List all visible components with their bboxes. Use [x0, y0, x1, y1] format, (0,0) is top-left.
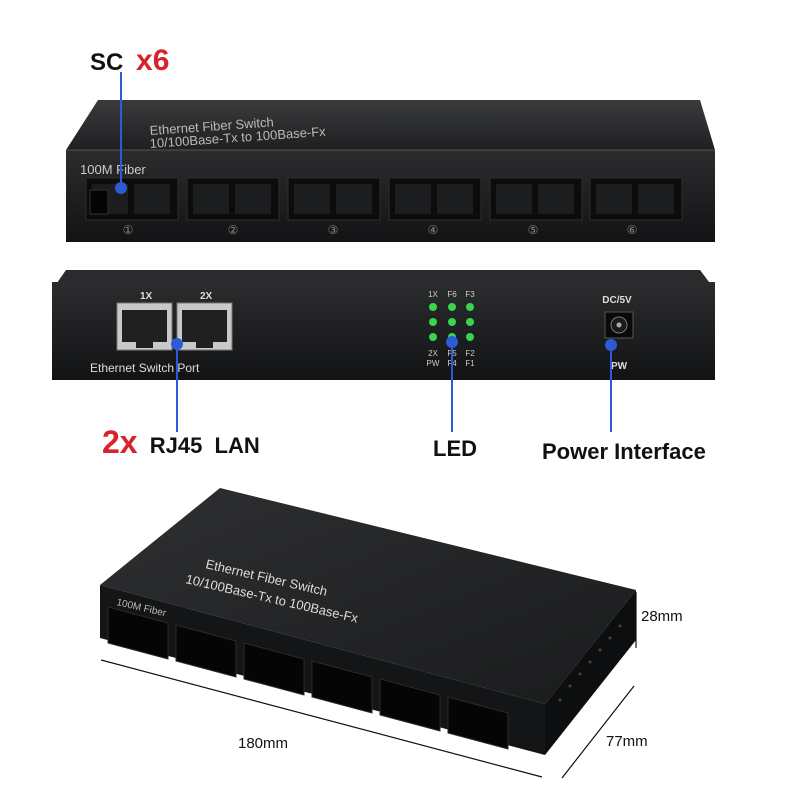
rj45-label: 2X — [200, 291, 213, 302]
led-light — [429, 303, 437, 311]
rj45-label: 1X — [140, 291, 153, 302]
callout-lines — [115, 72, 617, 432]
dimension-height: 28mm — [641, 608, 683, 625]
rj45-port — [176, 302, 233, 351]
power-top-label: DC/5V — [602, 295, 632, 306]
callout-dot — [446, 336, 458, 348]
sc-port — [589, 177, 683, 221]
sc-port — [287, 177, 381, 221]
led-light — [466, 318, 474, 326]
sc-callout: SC x6 — [90, 44, 169, 78]
port-number: ④ — [428, 223, 439, 237]
port-number: ② — [228, 223, 239, 237]
iso-vent-holes — [558, 624, 622, 702]
dimension-length: 180mm — [238, 735, 289, 752]
port-number: ⑤ — [528, 223, 539, 237]
sc-count: x6 — [136, 44, 170, 77]
port-number: ③ — [328, 223, 339, 237]
back-panel-view: 1X 2X Ethernet Switch Port 1X F6 F3 2X F… — [52, 270, 715, 380]
callout-dot — [115, 182, 127, 194]
power-callout: Power Interface — [542, 439, 706, 464]
led-light — [429, 333, 437, 341]
rj45-count: 2x — [102, 424, 138, 460]
led-label: F2 — [465, 349, 475, 358]
rj45-callout: 2x RJ45 LAN — [102, 424, 260, 461]
fiber-indicator-window — [89, 189, 109, 215]
rj45-port — [116, 302, 173, 351]
callout-dot — [605, 339, 617, 351]
led-label: 1X — [428, 290, 438, 299]
led-label: 2X — [428, 349, 438, 358]
led-label: F6 — [447, 290, 457, 299]
led-light — [448, 318, 456, 326]
port-number: ⑥ — [627, 223, 638, 237]
callout-dot — [171, 338, 183, 350]
led-label: F3 — [465, 290, 475, 299]
back-panel-label: Ethernet Switch Port — [90, 361, 200, 375]
led-label: F1 — [465, 359, 475, 368]
led-label: PW — [427, 359, 440, 368]
rj45-label: RJ45 LAN — [149, 433, 260, 458]
led-light — [466, 333, 474, 341]
led-light — [429, 318, 437, 326]
port-number: ① — [123, 223, 134, 237]
led-light — [466, 303, 474, 311]
dimension-lines — [100, 592, 637, 779]
sc-port — [489, 177, 583, 221]
led-light — [448, 303, 456, 311]
isometric-view: Ethernet Fiber Switch 10/100Base-Tx to 1… — [100, 488, 636, 755]
front-panel-view: Ethernet Fiber Switch 10/100Base-Tx to 1… — [66, 100, 715, 242]
iso-sc-ports — [107, 606, 509, 750]
power-bottom-label: PW — [611, 361, 628, 372]
dimension-width: 77mm — [606, 733, 648, 750]
sc-port — [186, 177, 280, 221]
led-callout: LED — [433, 436, 477, 461]
sc-port — [388, 177, 482, 221]
power-jack: DC/5V PW — [602, 295, 634, 372]
sc-label: SC — [90, 49, 124, 76]
front-sc-ports — [85, 177, 683, 221]
fiber-label: 100M Fiber — [80, 162, 146, 177]
